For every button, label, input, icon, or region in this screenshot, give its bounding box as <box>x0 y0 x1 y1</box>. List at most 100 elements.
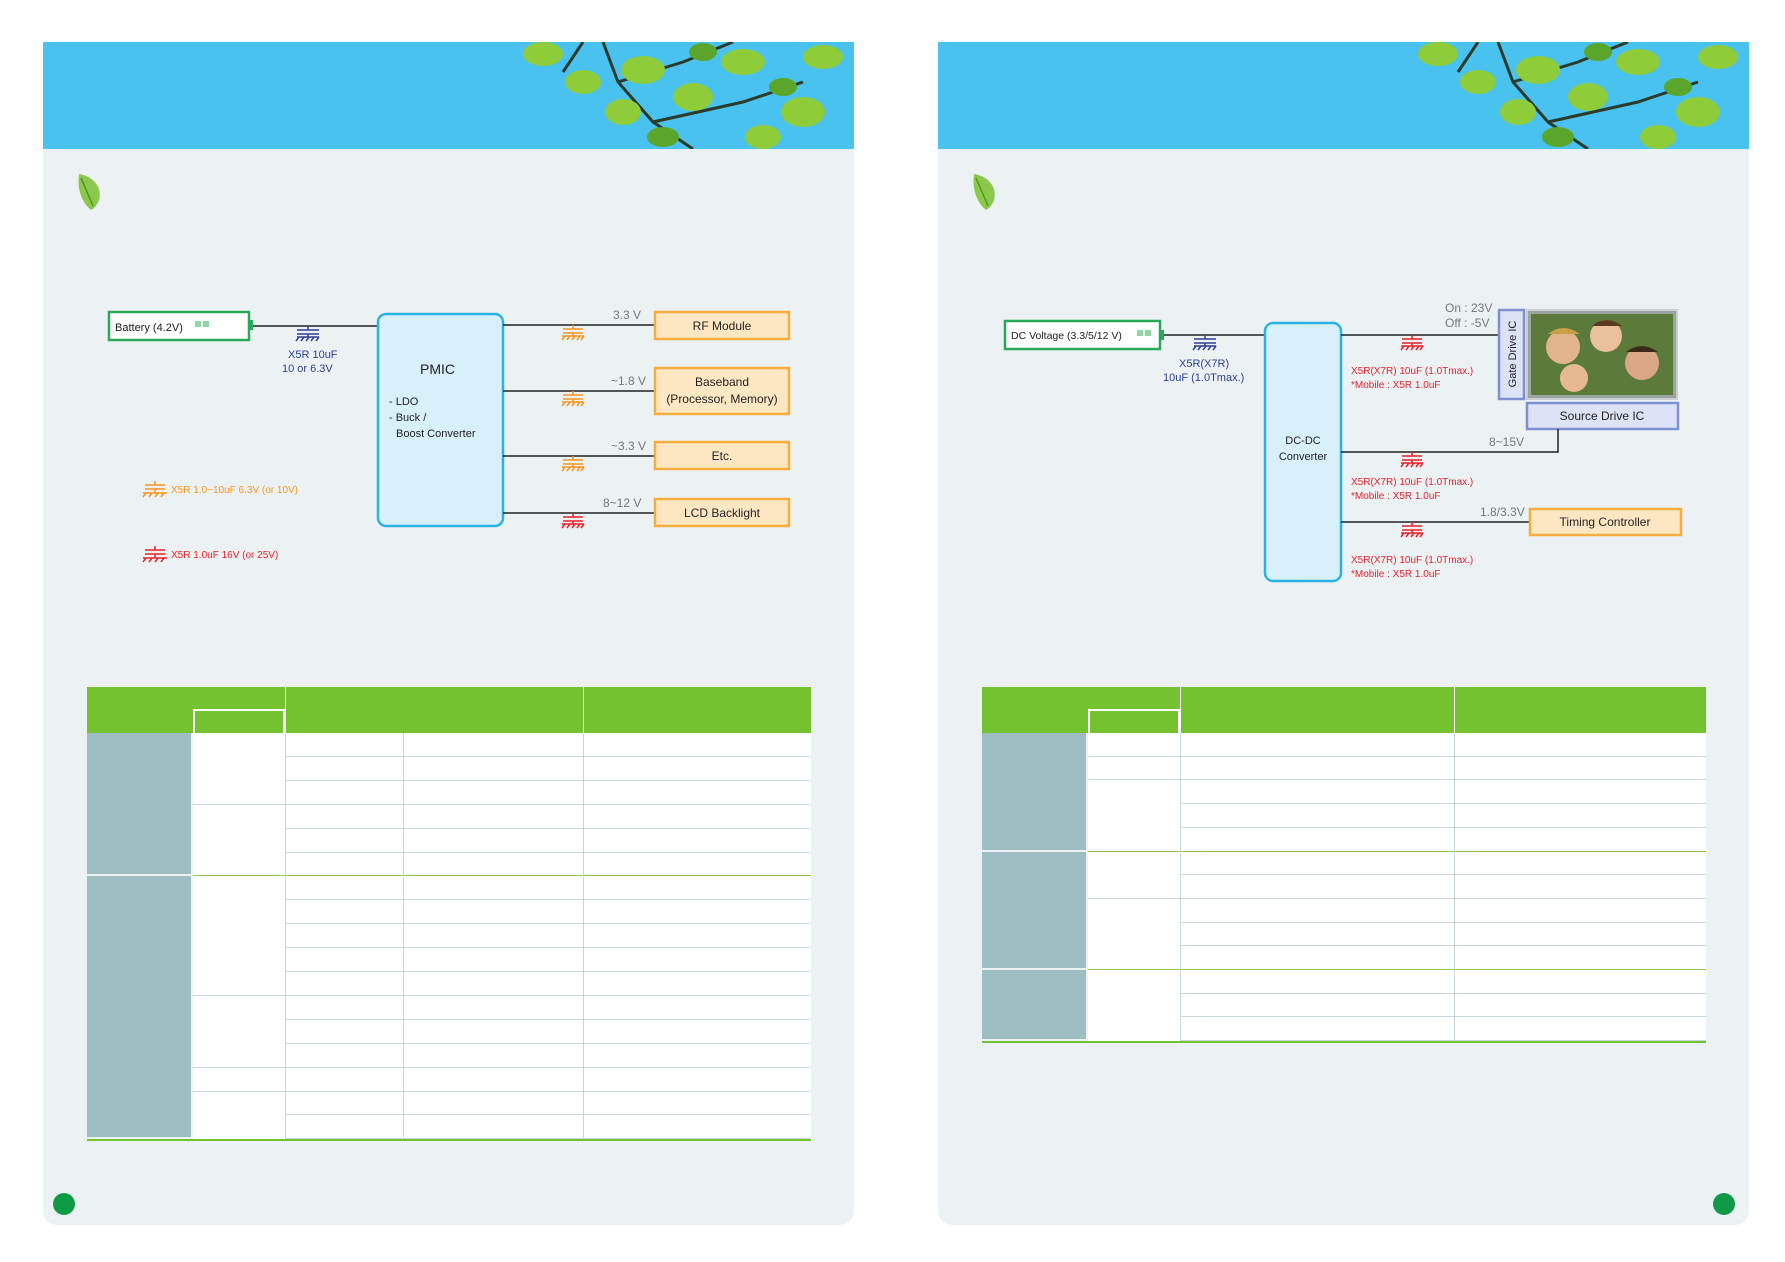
battery-label: Battery (4.2V) <box>115 322 183 334</box>
table-row <box>1180 826 1706 828</box>
table-row <box>285 1042 811 1044</box>
input-capacitor-icon <box>295 326 320 342</box>
table-row <box>285 851 811 853</box>
table-group-cell <box>982 851 1086 968</box>
power-diagram-mobile: Battery (4.2V) X5R 10uF 10 or 6.3V PMIC … <box>107 308 791 563</box>
input-cap-spec-1: X5R(X7R) <box>1179 358 1229 370</box>
table-row <box>1088 850 1706 852</box>
output-capacitor-icon <box>561 456 585 472</box>
table-row <box>285 971 811 972</box>
legend-red-cap-icon <box>142 546 167 563</box>
pmic-title: PMIC <box>420 361 455 377</box>
table-group-cell <box>982 970 1086 1040</box>
table-row <box>1088 969 1706 970</box>
table-body <box>193 733 811 1140</box>
lcd-display-image <box>1526 309 1678 400</box>
gate-drive-ic-block <box>1497 308 1526 401</box>
table-body <box>1088 733 1706 1042</box>
table-row <box>193 875 811 877</box>
legend-orange-cap-icon <box>142 481 167 498</box>
pmic-block <box>376 312 505 528</box>
input-capacitor-icon <box>1192 335 1217 351</box>
source-cap-note-1: X5R(X7R) 10uF (1.0Tmax.) <box>1351 477 1473 488</box>
source-cap-note-2: *Mobile : X5R 1.0uF <box>1351 491 1441 502</box>
gate-drive-ic-label: Gate Drive IC <box>1507 321 1519 388</box>
right-page: DC Voltage (3.3/5/12 V) X5R(X7R) 10uF (1… <box>938 42 1749 1225</box>
gate-cap-note-1: X5R(X7R) 10uF (1.0Tmax.) <box>1351 366 1473 377</box>
output-lcd-backlight: 8~12 V LCD Backlight <box>503 496 791 528</box>
leaves-decoration-icon <box>1418 42 1738 151</box>
table-row <box>285 755 811 757</box>
svg-text:DC-DC: DC-DC <box>1285 435 1320 447</box>
output-capacitor-icons <box>561 325 585 529</box>
header-banner <box>43 42 854 151</box>
legend-red-label: X5R 1.0uF 16V (or 25V) <box>171 550 278 561</box>
table-row <box>1088 779 1706 781</box>
table-group-cell <box>87 876 191 1138</box>
power-diagram-lcd: DC Voltage (3.3/5/12 V) X5R(X7R) 10uF (1… <box>1003 301 1683 583</box>
leaf-icon <box>973 174 995 210</box>
table-row <box>1088 897 1706 899</box>
table-row <box>1088 755 1706 757</box>
output-capacitor-icon <box>561 513 585 529</box>
left-page: Battery (4.2V) X5R 10uF 10 or 6.3V PMIC … <box>43 42 854 1225</box>
output-capacitor-icon <box>561 325 585 341</box>
table-row <box>1180 921 1706 923</box>
output-etc: ~3.3 V Etc. <box>503 439 791 471</box>
leaf-icon <box>78 174 100 210</box>
baseband-sub-label: (Processor, Memory) <box>666 392 777 406</box>
svg-text:Converter: Converter <box>1279 451 1328 463</box>
mlcc-table-right <box>982 687 1706 1047</box>
timing-voltage: 1.8/3.3V <box>1480 505 1525 519</box>
table-row <box>285 779 811 781</box>
table-row <box>193 1066 811 1068</box>
page-marker <box>53 1193 75 1215</box>
input-cap-spec-1: X5R 10uF <box>288 349 338 361</box>
svg-text:~3.3 V: ~3.3 V <box>611 439 646 453</box>
table-row <box>1180 1040 1706 1042</box>
cap-legend: X5R 1.0~10uF 6.3V (or 10V) X5R 1.0uF 16V… <box>142 481 298 563</box>
page-marker <box>1713 1193 1735 1215</box>
pmic-item-ldo: - LDO <box>389 396 419 408</box>
table-row <box>1180 803 1706 805</box>
svg-text:3.3 V: 3.3 V <box>613 308 641 322</box>
mlcc-table-left <box>87 687 811 1147</box>
output-capacitor-icon <box>1400 452 1424 468</box>
svg-text:~1.8 V: ~1.8 V <box>611 374 646 388</box>
output-baseband: ~1.8 V Baseband (Processor, Memory) <box>503 366 791 416</box>
table-group-cell <box>982 733 1086 850</box>
timing-cap-note-1: X5R(X7R) 10uF (1.0Tmax.) <box>1351 555 1473 566</box>
output-capacitor-icon <box>1400 335 1424 351</box>
pmic-item-buck: - Buck / <box>389 412 427 424</box>
legend-orange-label: X5R 1.0~10uF 6.3V (or 10V) <box>171 485 298 496</box>
table-row <box>193 1090 811 1092</box>
baseband-label: Baseband <box>695 375 749 389</box>
rf-module-label: RF Module <box>693 319 752 333</box>
gate-on-voltage: On : 23V <box>1445 301 1492 315</box>
source-voltage: 8~15V <box>1489 435 1524 449</box>
svg-text:8~12 V: 8~12 V <box>603 496 641 510</box>
timing-controller-label: Timing Controller <box>1560 515 1651 529</box>
pmic-item-boost: Boost Converter <box>396 428 476 440</box>
table-row <box>285 899 811 901</box>
leaves-decoration-icon <box>523 42 843 151</box>
table-row <box>193 994 811 996</box>
output-capacitor-icons <box>1400 335 1424 538</box>
output-capacitor-icon <box>1400 522 1424 538</box>
timing-cap-note-2: *Mobile : X5R 1.0uF <box>1351 569 1441 580</box>
output-capacitor-icon <box>561 391 585 407</box>
table-row <box>1180 1016 1706 1018</box>
timing-controller-block <box>1528 507 1683 537</box>
table-row <box>285 1138 811 1140</box>
etc-label: Etc. <box>712 449 733 463</box>
table-group-cell <box>87 733 191 875</box>
table-row <box>193 803 811 805</box>
gate-cap-note-2: *Mobile : X5R 1.0uF <box>1351 380 1441 391</box>
input-cap-spec-2: 10uF (1.0Tmax.) <box>1163 372 1244 384</box>
source-drive-ic-block <box>1525 401 1680 431</box>
lcd-backlight-label: LCD Backlight <box>684 506 761 520</box>
dc-source-label: DC Voltage (3.3/5/12 V) <box>1011 330 1122 342</box>
source-drive-ic-label: Source Drive IC <box>1560 409 1645 423</box>
gate-off-voltage: Off : -5V <box>1445 316 1489 330</box>
table-row <box>1180 874 1706 876</box>
